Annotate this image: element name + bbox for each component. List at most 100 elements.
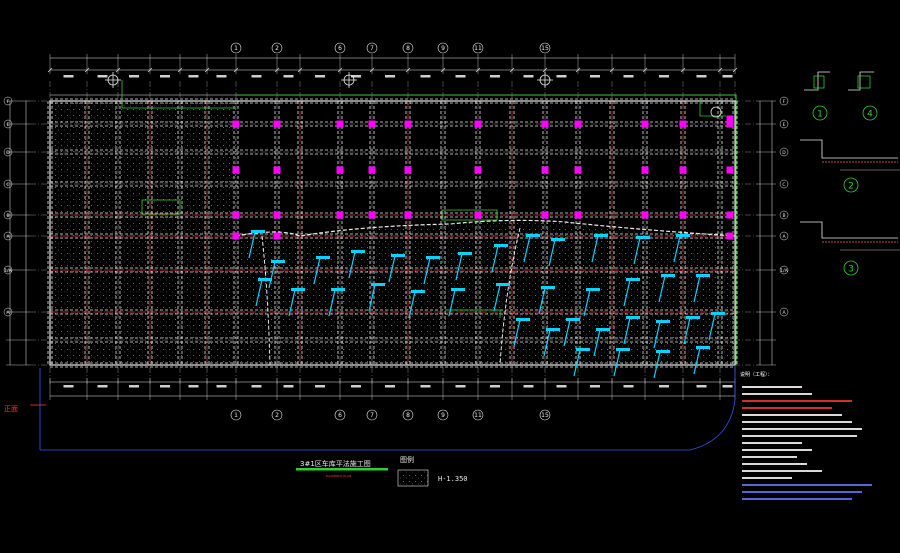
- grid-bubble-label: A: [6, 310, 10, 316]
- dimension-tick: [274, 67, 280, 73]
- grid-bubble-label: 1: [234, 412, 238, 419]
- dimension-tick: [297, 67, 303, 73]
- slab-rebar-mark: [573, 349, 581, 377]
- green-wall: [236, 94, 737, 102]
- note-text-line: [742, 498, 852, 500]
- grid-bubble: [3, 307, 13, 317]
- column: [541, 166, 549, 174]
- slab-rebar-label: [526, 234, 540, 237]
- slab-rebar-mark: [683, 317, 691, 345]
- grid-bubble-label: 6: [338, 412, 342, 419]
- slab-rebar-label: [656, 320, 670, 323]
- dimension-text: [420, 385, 431, 388]
- curved-beam: [261, 235, 271, 366]
- note-text-line: [742, 477, 792, 479]
- grid-bubble-label: A: [782, 234, 786, 240]
- grid-bubble: [779, 147, 789, 157]
- grid-bubble: [472, 409, 484, 421]
- column: [336, 211, 344, 219]
- grid-bubble-label: 11: [474, 412, 482, 419]
- dimension-text: [455, 385, 466, 388]
- column: [404, 120, 412, 128]
- slab-rebar-mark: [255, 279, 263, 307]
- note-text-line: [742, 456, 797, 458]
- slab-rebar-label: [316, 256, 330, 259]
- detail-bubble-label: 1: [817, 110, 823, 120]
- dimension-text: [351, 75, 361, 78]
- grid-bubble-label: B: [6, 213, 9, 219]
- dimension-tick: [542, 67, 548, 73]
- dimension-text: [523, 385, 534, 388]
- dimension-text: [556, 385, 567, 388]
- column: [574, 120, 582, 128]
- note-text-line: [742, 414, 842, 416]
- slab-rebar-label: [291, 288, 305, 291]
- grid-bubble-label: 7: [370, 412, 374, 419]
- dimension-tick: [115, 67, 121, 73]
- dimension-text: [129, 385, 139, 388]
- dimension-text: [283, 75, 294, 78]
- slab-rebar-mark: [623, 279, 631, 307]
- grid-bubble: [472, 42, 484, 54]
- dimension-text: [556, 75, 567, 78]
- side-label: 正面: [4, 405, 18, 413]
- notes-title: 说明（工程）：: [740, 372, 773, 378]
- dimension-text: [160, 75, 170, 78]
- column: [273, 166, 281, 174]
- grid-bubble-label: E: [783, 122, 786, 128]
- dimension-tick: [369, 67, 375, 73]
- slab-rebar-mark: [583, 289, 591, 317]
- grid-bubble: [366, 42, 378, 54]
- dimension-text: [623, 385, 634, 388]
- grid-bubble: [779, 307, 789, 317]
- dimension-tick: [609, 67, 615, 73]
- curved-beam: [235, 219, 736, 237]
- dimension-tick: [509, 67, 515, 73]
- slab-rebar-label: [258, 278, 272, 281]
- grid-bubble-label: 15: [541, 45, 549, 52]
- slab-rebar-label: [351, 250, 365, 253]
- grid-bubble-label: 15: [541, 412, 549, 419]
- grid-bubble: [437, 42, 449, 54]
- column: [679, 166, 687, 174]
- grid-bubble: [3, 231, 13, 241]
- dimension-tick: [405, 67, 411, 73]
- column: [336, 166, 344, 174]
- slab-rebar-mark: [408, 291, 416, 319]
- slab-rebar-mark: [388, 255, 396, 283]
- slab-rebar-label: [661, 274, 675, 277]
- slab-rebar-label: [596, 328, 610, 331]
- dimension-text: [696, 385, 707, 388]
- grid-bubble-label: B: [782, 213, 785, 219]
- column: [574, 166, 582, 174]
- slab-rebar-label: [676, 234, 690, 237]
- slab-rebar-label: [541, 286, 555, 289]
- slab-rebar-label: [686, 316, 700, 319]
- note-text-line: [742, 428, 862, 430]
- slab-rebar-mark: [708, 313, 716, 341]
- slab-rebar-mark: [693, 347, 701, 375]
- grid-bubble: [779, 96, 789, 106]
- column: [474, 120, 482, 128]
- drawing-subtitle: BASEMENT PLAN: [326, 474, 352, 478]
- dimension-text: [63, 385, 74, 388]
- slab-rebar-label: [331, 288, 345, 291]
- dimension-tick: [47, 67, 53, 73]
- grid-bubble: [3, 179, 13, 189]
- grid-bubble: [779, 179, 789, 189]
- dimension-tick: [642, 67, 648, 73]
- grid-bubble-label: 6: [338, 45, 342, 52]
- grid-bubble-label: 9: [441, 412, 445, 419]
- dimension-tick: [337, 67, 343, 73]
- curved-beam: [499, 227, 521, 366]
- grid-bubble: [437, 409, 449, 421]
- dimension-text: [385, 75, 395, 78]
- dimension-text: [188, 75, 199, 78]
- slab-rebar-mark: [328, 289, 336, 317]
- dimension-text: [722, 75, 733, 78]
- column: [574, 211, 582, 219]
- green-wall: [699, 98, 726, 117]
- grid-bubble: [334, 409, 346, 421]
- slab-rebar-mark: [633, 237, 641, 265]
